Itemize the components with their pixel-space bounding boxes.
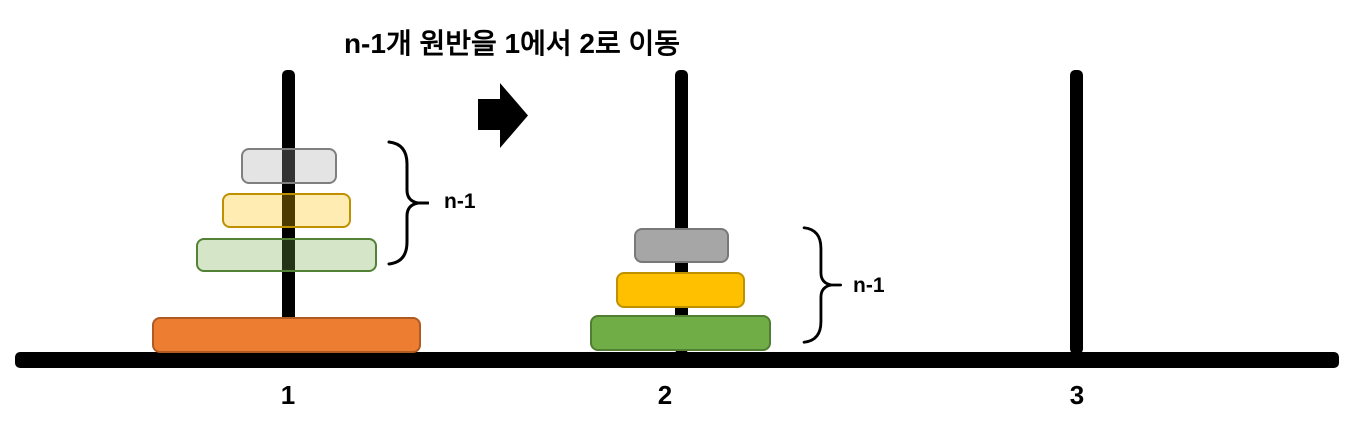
peg-label-2: 2: [657, 380, 673, 410]
curly-brace-path: [387, 140, 429, 266]
peg-label-1: 1: [280, 380, 296, 410]
peg-1: [282, 70, 295, 354]
diagram-title: n-1개 원반을 1에서 2로 이동: [343, 28, 681, 59]
peg-3: [1070, 70, 1083, 354]
ghost-disk-medium-yellow: [222, 193, 351, 228]
right-arrow-shape: [478, 83, 528, 148]
peg-label-3: 3: [1069, 380, 1085, 410]
curly-brace-path: [802, 226, 842, 344]
ghost-disk-large-green: [196, 238, 377, 272]
peg-2: [675, 70, 688, 354]
n1-label-right: n-1: [853, 274, 885, 297]
n1-label-left: n-1: [444, 190, 476, 213]
disk-largest-orange: [152, 317, 421, 353]
disk-large-green: [590, 315, 771, 351]
base-bar: [15, 352, 1339, 368]
curly-brace-left-tower: [387, 140, 429, 266]
right-arrow-icon: [478, 83, 528, 148]
curly-brace-right-tower: [802, 226, 842, 344]
disk-small-gray: [634, 228, 729, 263]
disk-medium-yellow: [616, 272, 745, 308]
ghost-disk-small-gray: [241, 148, 337, 184]
